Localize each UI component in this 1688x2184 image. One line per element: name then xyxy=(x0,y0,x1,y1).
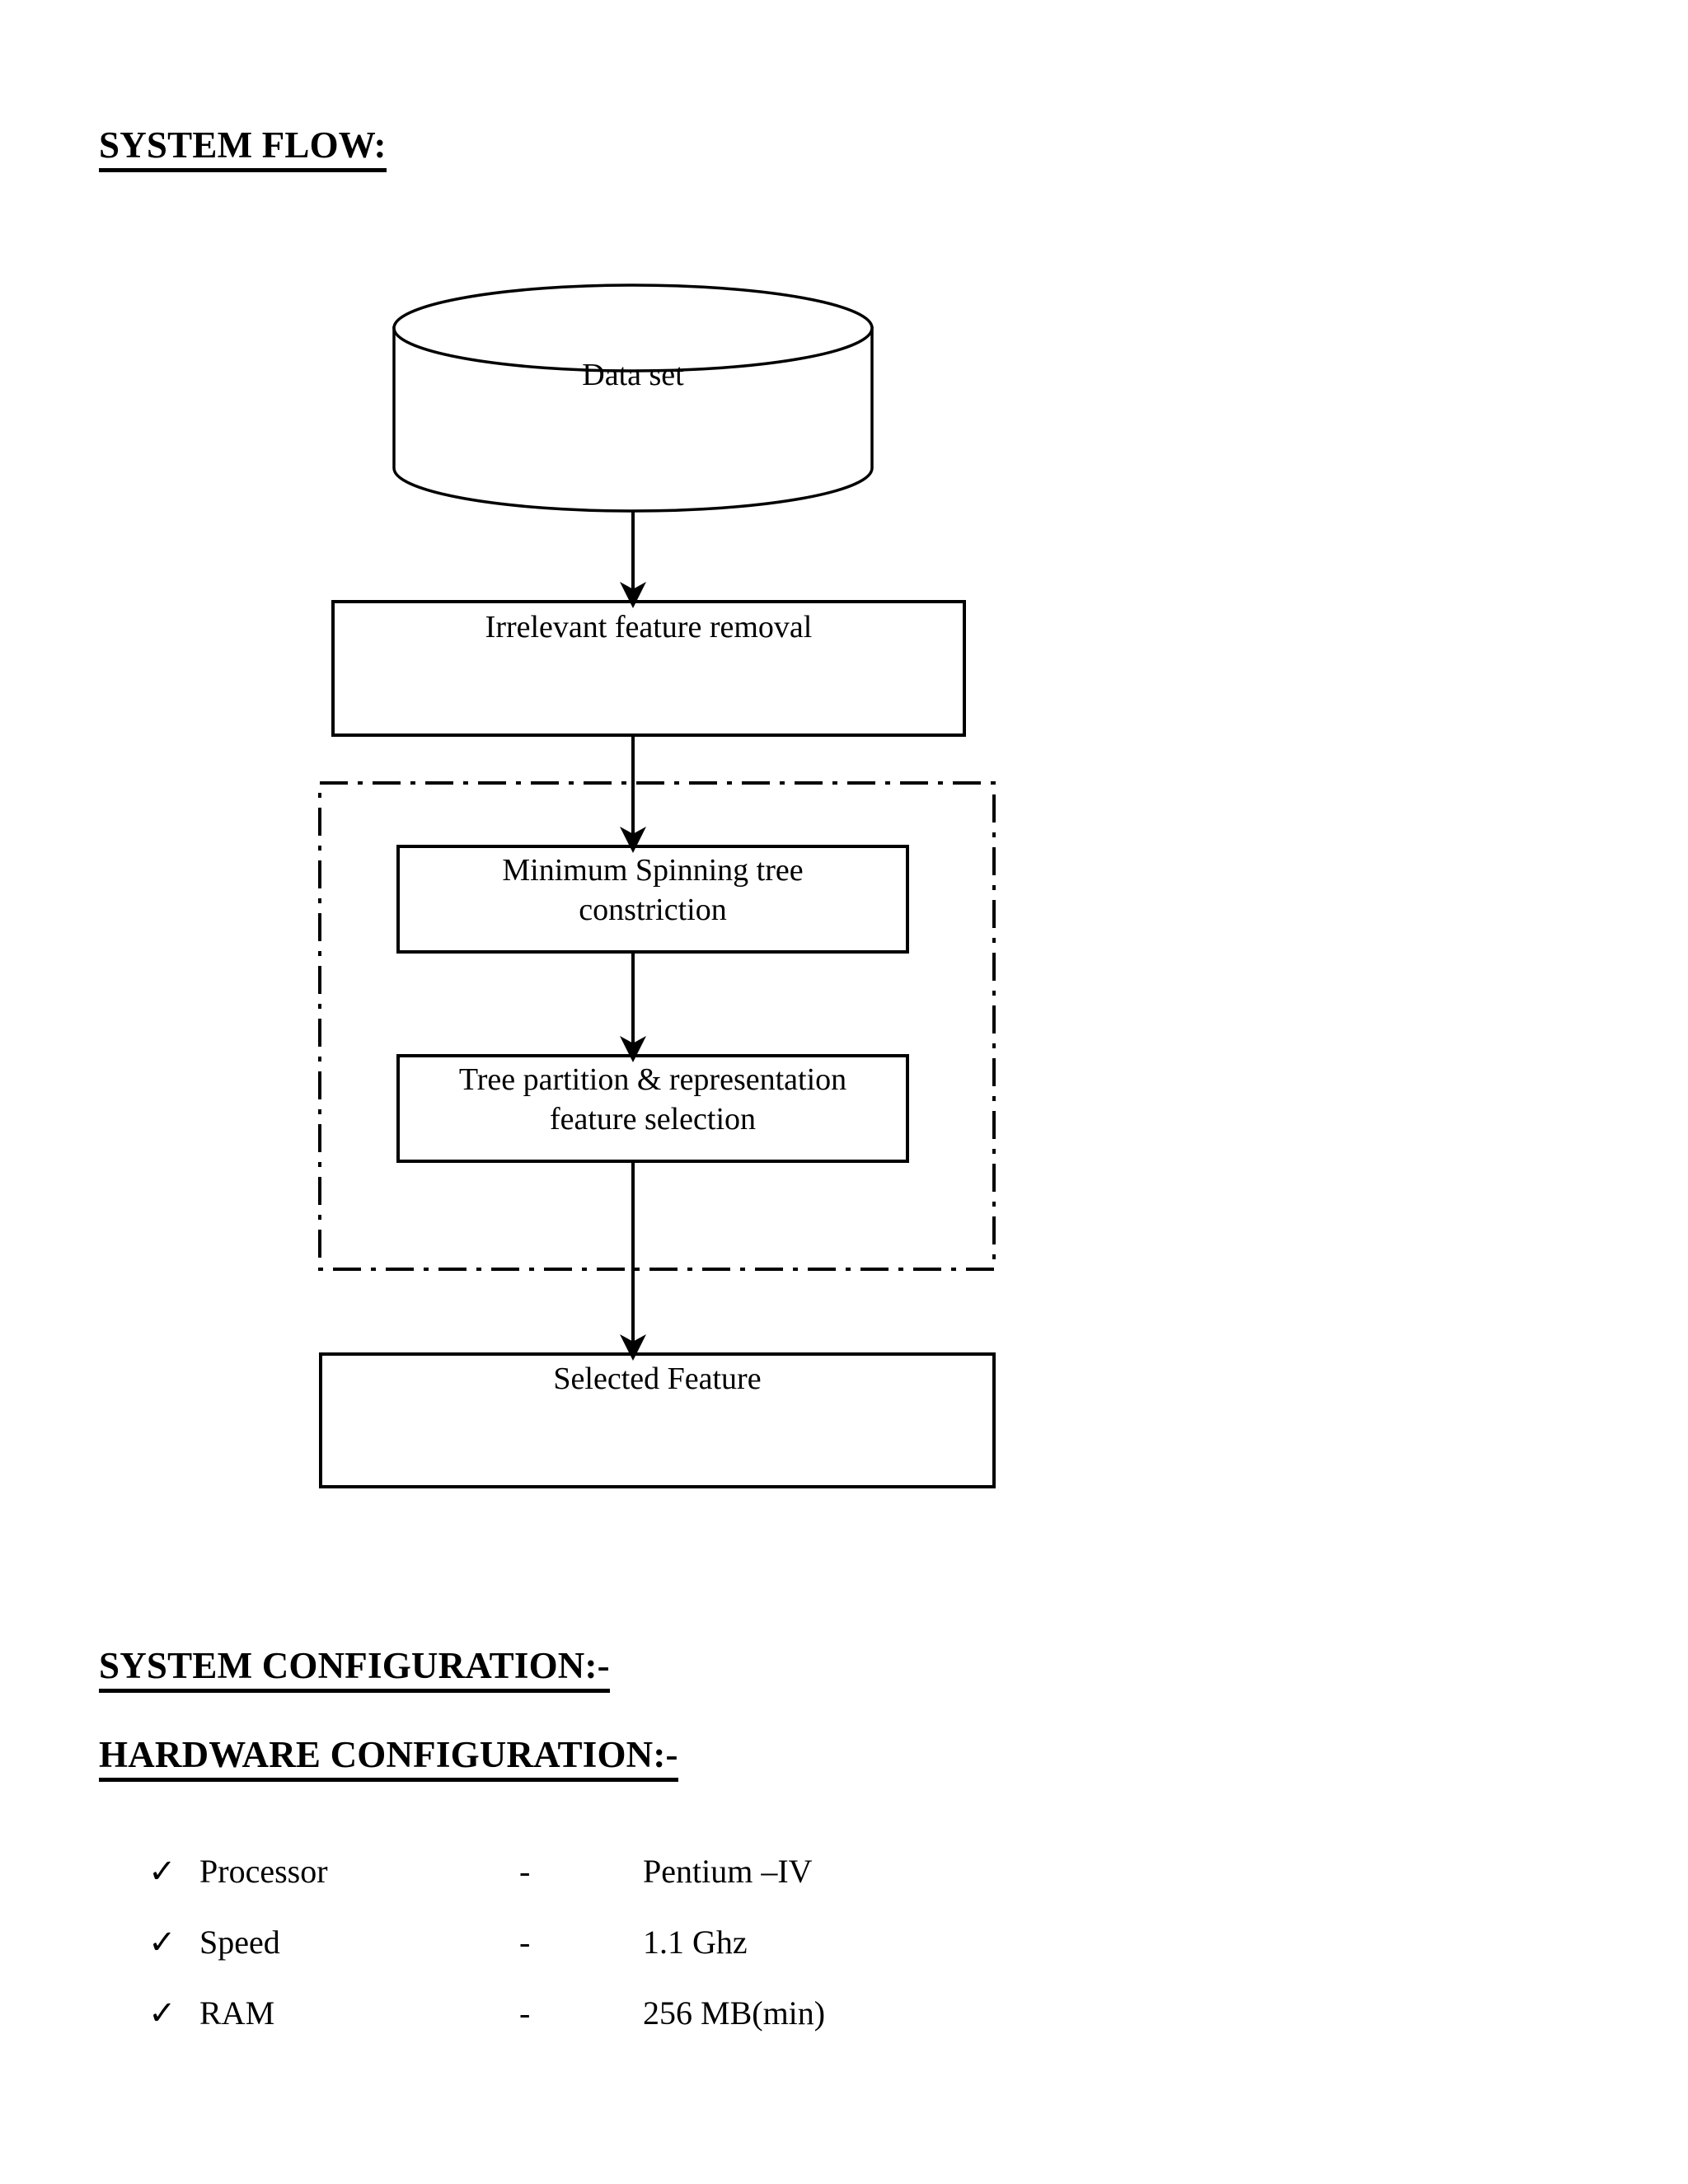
list-item: ✓ Speed - 1.1 Ghz xyxy=(148,1907,1220,1978)
hardware-item-value: 1.1 Ghz xyxy=(643,1924,748,1961)
node-label-minimum-spinning-tree: Minimum Spinning tree constriction xyxy=(502,853,804,927)
check-icon: ✓ xyxy=(148,1853,176,1890)
node-label-tree-partition: Tree partition & representation feature … xyxy=(458,1062,847,1137)
hardware-item-value: Pentium –IV xyxy=(643,1853,813,1890)
dashed-group-container xyxy=(318,781,996,1271)
heading-system-configuration: SYSTEM CONFIGURATION:- xyxy=(99,1645,610,1693)
hardware-item-separator: - xyxy=(519,1924,531,1961)
node-label-irrelevant-feature-removal: Irrelevant feature removal xyxy=(485,610,813,644)
hardware-item-separator: - xyxy=(519,1853,531,1890)
hardware-item-label: Processor xyxy=(199,1853,328,1890)
node-label-dataset: Data set xyxy=(582,358,684,392)
heading-hardware-configuration: HARDWARE CONFIGURATION:- xyxy=(99,1734,678,1782)
node-mst-shape xyxy=(396,845,909,954)
hardware-item-separator: - xyxy=(519,1994,531,2032)
list-item: ✓ RAM - 256 MB(min) xyxy=(148,1978,1220,2049)
system-flow-diagram xyxy=(318,284,996,1488)
node-treepart-shape xyxy=(396,1054,909,1163)
hardware-item-label: Speed xyxy=(199,1924,280,1961)
check-icon: ✓ xyxy=(148,1994,176,2032)
check-icon: ✓ xyxy=(148,1924,176,1961)
node-irrelevant-shape xyxy=(331,600,966,737)
node-selected-shape xyxy=(319,1352,996,1488)
hardware-item-value: 256 MB(min) xyxy=(643,1994,826,2032)
list-item: ✓ Processor - Pentium –IV xyxy=(148,1836,1220,1907)
flowchart-canvas xyxy=(318,284,996,1488)
hardware-item-label: RAM xyxy=(199,1994,275,2032)
page-title: SYSTEM FLOW: xyxy=(99,124,387,172)
node-label-selected-feature: Selected Feature xyxy=(553,1361,762,1396)
node-dataset-shape xyxy=(392,284,874,513)
hardware-configuration-list: ✓ Processor - Pentium –IV ✓ Speed - 1.1 … xyxy=(148,1836,1220,2049)
